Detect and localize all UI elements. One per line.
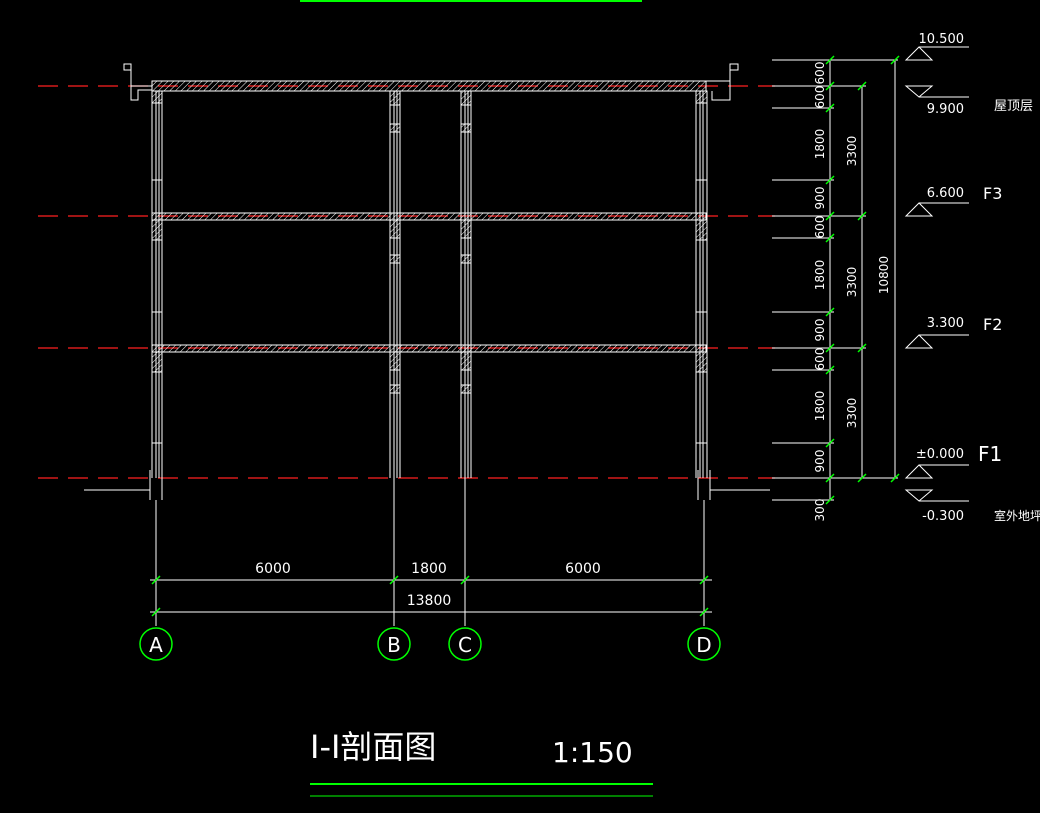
level-name-roof: 屋顶层 — [994, 99, 1033, 114]
drawing-title: I-I剖面图 — [310, 728, 436, 766]
roof-slab — [151, 80, 707, 92]
axis-bubble-c — [448, 627, 482, 661]
seg-dim-1: 600 — [813, 62, 827, 85]
axis-bubble-d — [687, 627, 721, 661]
seg-dim-4: 900 — [813, 187, 827, 210]
level-lines — [38, 85, 775, 479]
seg-dim-9: 1800 — [813, 391, 827, 422]
level-marker-0000 — [904, 464, 969, 479]
seg-dim-10: 900 — [813, 450, 827, 473]
seg-dim-5: 600 — [813, 216, 827, 239]
parapet-left-cap — [123, 63, 132, 86]
building-section — [84, 63, 770, 500]
floor-slab-f3 — [151, 212, 707, 221]
elev-6600: 6.600 — [927, 186, 964, 201]
elev-0000: ±0.000 — [916, 447, 964, 462]
seg-dim-7: 900 — [813, 319, 827, 342]
axis-bubble-b — [377, 627, 411, 661]
total-span-dim: 13800 — [407, 593, 452, 609]
seg-dim-3: 1800 — [813, 129, 827, 160]
seg-dim-8: 600 — [813, 348, 827, 371]
span-dim-bc: 1800 — [411, 561, 447, 577]
elev-3300: 3.300 — [927, 316, 964, 331]
total-height-dim: 10800 — [877, 256, 891, 294]
drawing-scale: 1:150 — [552, 736, 633, 769]
seg-dim-6: 1800 — [813, 260, 827, 291]
axis-label-d: D — [696, 633, 711, 657]
vertical-dimension-ticks — [825, 55, 900, 505]
level-name-f1: F1 — [978, 442, 1002, 466]
storey-dim-2: 3300 — [845, 267, 859, 298]
level-marker-6600 — [904, 202, 969, 217]
level-marker-9900 — [904, 85, 969, 98]
axis-bubble-a — [139, 627, 173, 661]
level-markers — [904, 46, 969, 502]
elev-neg300: -0.300 — [922, 509, 964, 524]
storey-dim-1: 3300 — [845, 398, 859, 429]
axis-dimensions — [150, 478, 712, 626]
floor-slab-f2 — [151, 344, 707, 353]
parapet-right-cap — [729, 63, 739, 81]
level-marker-10500 — [904, 46, 969, 61]
axis-bubbles: A B C D — [139, 627, 721, 661]
wall-c — [460, 90, 472, 478]
wall-b — [389, 90, 401, 478]
span-dim-ab: 6000 — [255, 561, 291, 577]
axis-label-a: A — [149, 633, 163, 657]
level-name-f2: F2 — [983, 315, 1002, 334]
axis-label-c: C — [458, 633, 472, 657]
level-name-ground: 室外地坪 — [994, 508, 1040, 523]
level-name-f3: F3 — [983, 184, 1002, 203]
axis-ticks — [151, 575, 709, 617]
wall-a — [151, 90, 163, 478]
elev-9900: 9.900 — [927, 102, 964, 117]
axis-label-b: B — [387, 633, 401, 657]
level-marker-3300 — [904, 334, 969, 349]
seg-dim-11: 300 — [813, 499, 827, 522]
level-marker-neg300 — [904, 489, 969, 502]
parapet-right — [706, 80, 731, 101]
foundation-breaks — [149, 470, 711, 500]
elev-10500: 10.500 — [919, 32, 965, 47]
wall-d — [695, 90, 708, 478]
span-dim-cd: 6000 — [565, 561, 601, 577]
storey-dim-3: 3300 — [845, 136, 859, 167]
seg-dim-2: 600 — [813, 86, 827, 109]
vertical-dimension-lines — [772, 59, 898, 501]
segment-dim-labels: 600 600 1800 900 600 1800 900 600 1800 9… — [813, 62, 891, 522]
parapet-left — [130, 81, 153, 101]
